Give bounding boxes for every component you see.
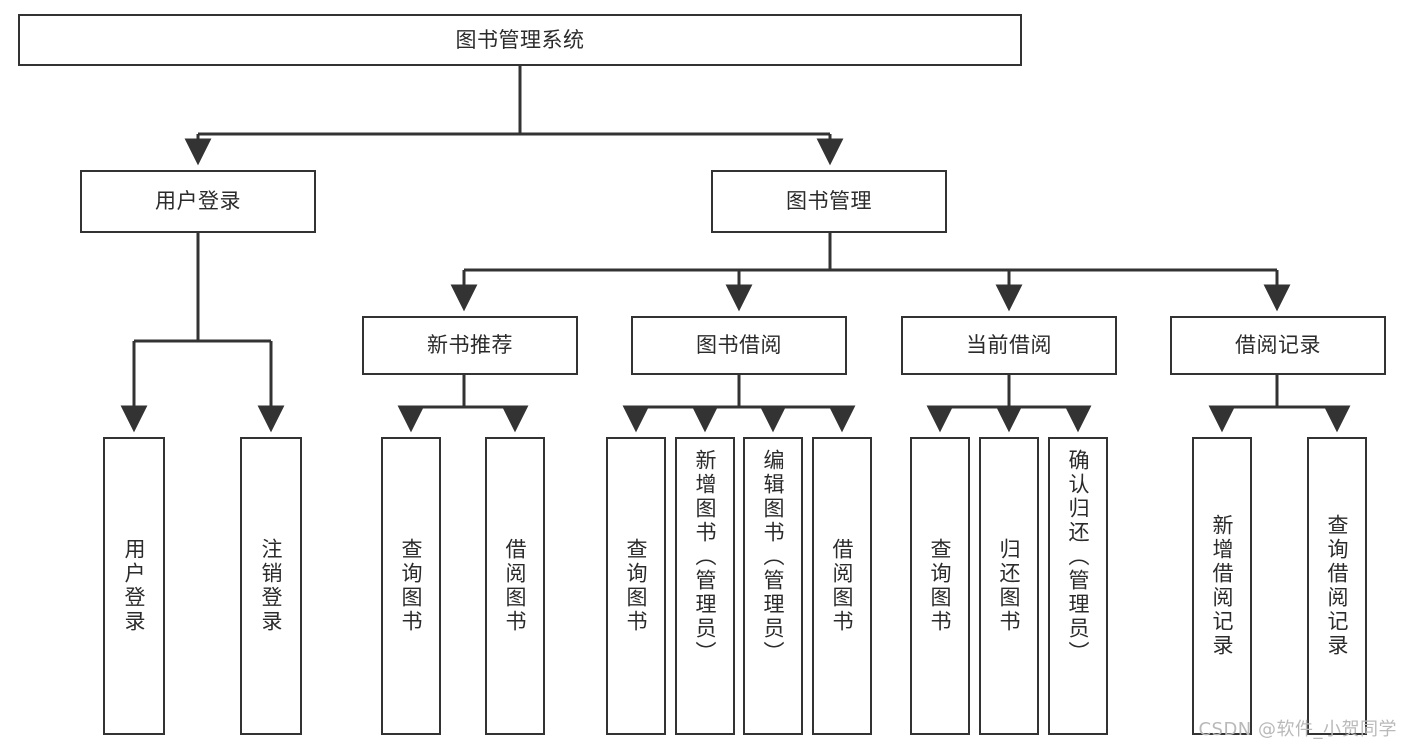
leaf-add-borrow-record[interactable]: 新增借阅记录: [1192, 437, 1252, 735]
node-label: 查询图书: [624, 538, 649, 634]
node-label: 用户登录: [122, 538, 147, 634]
node-label: 查询图书: [399, 538, 424, 634]
leaf-query-book-current[interactable]: 查询图书: [910, 437, 970, 735]
node-book-borrow[interactable]: 图书借阅: [631, 316, 847, 375]
node-label: 查询图书: [928, 538, 953, 634]
leaf-add-book-admin[interactable]: 新增图书（管理员）: [675, 437, 735, 735]
node-book-management[interactable]: 图书管理: [711, 170, 947, 233]
node-label: 查询借阅记录: [1325, 514, 1350, 658]
leaf-user-login[interactable]: 用户登录: [103, 437, 165, 735]
leaf-query-borrow-record[interactable]: 查询借阅记录: [1307, 437, 1367, 735]
node-user-login[interactable]: 用户登录: [80, 170, 316, 233]
leaf-query-book-borrow[interactable]: 查询图书: [606, 437, 666, 735]
leaf-query-book-recommend[interactable]: 查询图书: [381, 437, 441, 735]
node-label: 新增借阅记录: [1210, 514, 1235, 658]
node-borrow-record[interactable]: 借阅记录: [1170, 316, 1386, 375]
node-label: 归还图书: [997, 538, 1022, 634]
node-label: 图书管理系统: [455, 27, 585, 52]
node-label: 新书推荐: [427, 333, 513, 358]
leaf-logout[interactable]: 注销登录: [240, 437, 302, 735]
node-label: 编辑图书（管理员）: [761, 449, 786, 665]
node-label: 注销登录: [259, 538, 284, 634]
node-label: 借阅图书: [503, 538, 528, 634]
node-new-book-recommend[interactable]: 新书推荐: [362, 316, 578, 375]
node-label: 借阅图书: [830, 538, 855, 634]
node-label: 借阅记录: [1235, 333, 1321, 358]
node-label: 确认归还（管理员）: [1066, 449, 1091, 665]
leaf-confirm-return-admin[interactable]: 确认归还（管理员）: [1048, 437, 1108, 735]
node-label: 新增图书（管理员）: [693, 449, 718, 665]
node-label: 图书借阅: [696, 333, 782, 358]
leaf-borrow-book-recommend[interactable]: 借阅图书: [485, 437, 545, 735]
leaf-edit-book-admin[interactable]: 编辑图书（管理员）: [743, 437, 803, 735]
leaf-borrow-book[interactable]: 借阅图书: [812, 437, 872, 735]
csdn-watermark: CSDN @软件_小贺同学: [1198, 719, 1397, 740]
leaf-return-book[interactable]: 归还图书: [979, 437, 1039, 735]
node-label: 用户登录: [155, 189, 241, 214]
node-root-system[interactable]: 图书管理系统: [18, 14, 1022, 66]
node-current-borrow[interactable]: 当前借阅: [901, 316, 1117, 375]
node-label: 图书管理: [786, 189, 872, 214]
node-label: 当前借阅: [966, 333, 1052, 358]
